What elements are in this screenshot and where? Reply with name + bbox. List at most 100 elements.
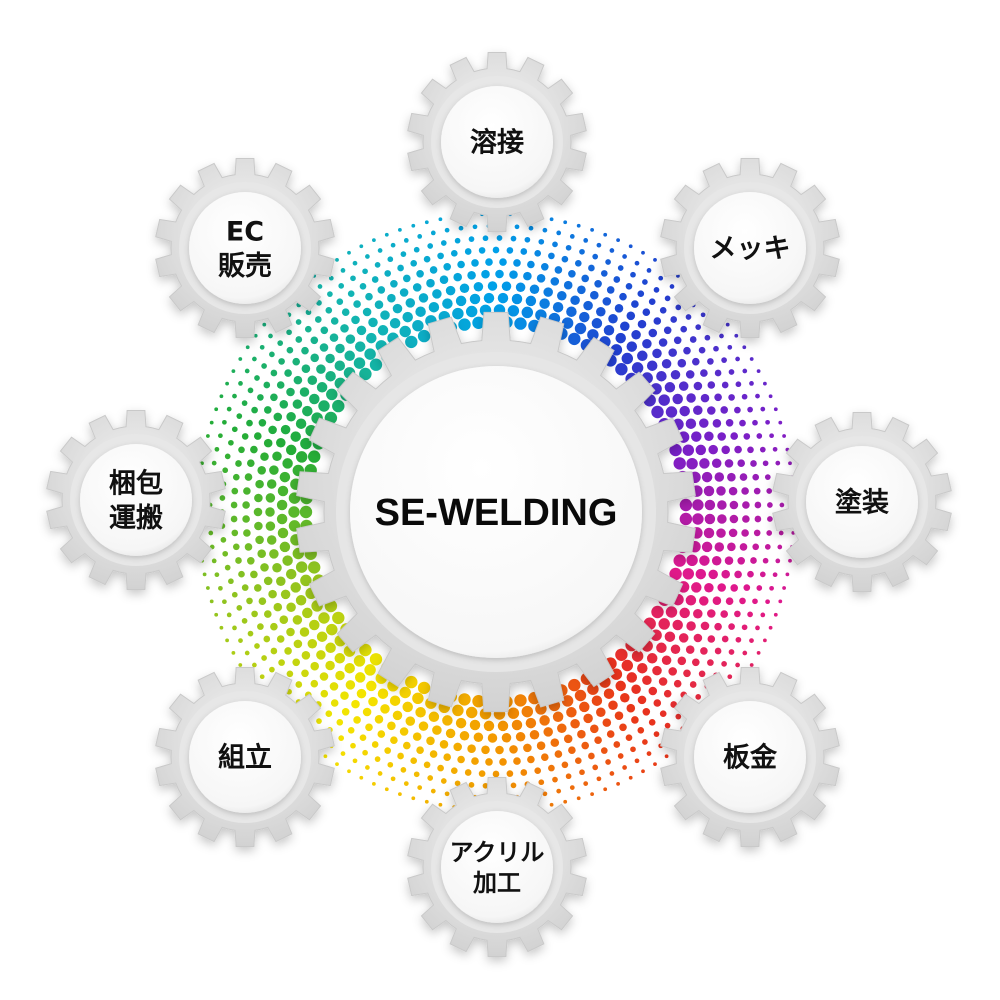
halftone-dot [465, 706, 478, 719]
halftone-dot [347, 290, 355, 298]
halftone-dot [581, 274, 589, 283]
halftone-dot [693, 633, 703, 643]
halftone-dot [664, 382, 676, 393]
halftone-dot [765, 599, 770, 605]
halftone-dot [482, 782, 489, 789]
halftone-dot [588, 752, 595, 760]
halftone-dot [242, 515, 250, 523]
halftone-dot [672, 393, 683, 405]
halftone-dot [760, 406, 766, 412]
halftone-dot [704, 513, 716, 525]
halftone-dot [280, 589, 291, 600]
halftone-dot [587, 683, 599, 695]
halftone-dot [439, 275, 449, 284]
halftone-dot [243, 487, 251, 495]
halftone-dot [231, 369, 236, 373]
halftone-dot [755, 393, 760, 399]
halftone-dot [255, 535, 264, 545]
halftone-dot [552, 301, 564, 313]
halftone-dot [336, 718, 344, 726]
halftone-dot [753, 487, 761, 495]
halftone-dot [244, 368, 250, 374]
halftone-dot [211, 558, 217, 564]
halftone-dot [292, 658, 301, 667]
halftone-dot [766, 530, 773, 536]
halftone-dot [454, 780, 461, 787]
halftone-dot [725, 597, 734, 605]
halftone-dot [374, 300, 384, 309]
halftone-dot [350, 742, 356, 749]
halftone-dot [320, 326, 329, 335]
halftone-dot [426, 278, 435, 288]
halftone-dot [270, 369, 278, 377]
halftone-dot [320, 689, 329, 698]
halftone-dot [264, 406, 272, 414]
halftone-dot [384, 747, 392, 754]
halftone-dot [725, 419, 734, 427]
halftone-dot [700, 393, 710, 403]
halftone-dot [524, 236, 531, 243]
halftone-dot [231, 651, 236, 655]
halftone-dot [444, 791, 450, 797]
halftone-dot [590, 792, 594, 796]
halftone-dot [228, 578, 234, 585]
halftone-dot [252, 356, 257, 362]
halftone-dot [497, 292, 509, 304]
halftone-dot [734, 610, 741, 618]
halftone-dot [417, 681, 431, 695]
halftone-dot [254, 493, 263, 503]
halftone-dot [415, 707, 426, 718]
halftone-dot [679, 405, 690, 417]
halftone-dot [630, 746, 636, 753]
halftone-dot [384, 232, 389, 237]
halftone-dot [691, 431, 702, 442]
halftone-dot [698, 670, 706, 678]
halftone-dot [483, 720, 495, 732]
halftone-dot [232, 473, 240, 481]
halftone-dot [440, 240, 447, 246]
halftone-dot [399, 325, 411, 338]
service-gear-face [694, 192, 806, 304]
halftone-dot [243, 529, 251, 537]
halftone-dot [438, 217, 443, 222]
halftone-dot [700, 312, 706, 318]
halftone-dot [513, 259, 521, 267]
halftone-dot [252, 662, 257, 668]
service-gear-face [189, 701, 301, 813]
halftone-dot [307, 375, 318, 386]
halftone-dot [506, 247, 514, 254]
halftone-dot [625, 282, 633, 290]
halftone-dot [368, 696, 378, 707]
halftone-dot [299, 387, 310, 397]
halftone-dot [626, 672, 638, 683]
halftone-dot [374, 756, 381, 762]
halftone-dot [749, 357, 754, 361]
halftone-dot [258, 597, 267, 605]
halftone-dot [392, 303, 403, 314]
halftone-dot [269, 666, 275, 673]
halftone-dot [405, 335, 418, 349]
service-label: 梱包 [109, 467, 163, 499]
halftone-dot [768, 625, 773, 630]
halftone-dot [453, 742, 462, 752]
halftone-dot [253, 507, 263, 517]
halftone-dot [552, 241, 558, 248]
halftone-dot [754, 501, 762, 509]
halftone-dot [661, 655, 672, 665]
service-gear-face [806, 446, 918, 558]
halftone-dot [316, 631, 328, 642]
halftone-dot [228, 439, 234, 446]
service-label: 販売 [218, 251, 272, 282]
halftone-dot [721, 445, 730, 455]
halftone-dot [520, 248, 528, 255]
halftone-dot [653, 762, 657, 766]
halftone-dot [224, 453, 231, 460]
halftone-dot [472, 224, 478, 230]
halftone-dot [219, 625, 224, 630]
halftone-dot [330, 317, 339, 325]
halftone-dot [574, 757, 582, 765]
halftone-dot [577, 729, 586, 739]
halftone-dot [397, 752, 404, 760]
halftone-dot [741, 393, 748, 400]
